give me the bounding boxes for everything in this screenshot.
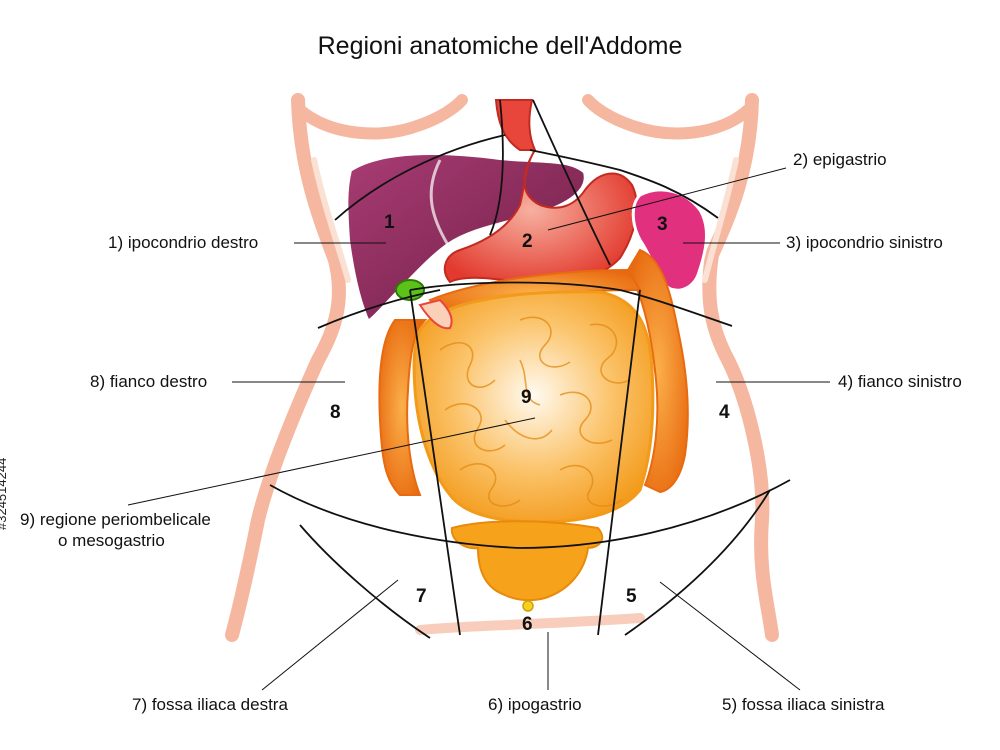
bladder bbox=[450, 520, 604, 602]
midclav-line-left-top bbox=[532, 99, 611, 266]
page-title: Regioni anatomiche dell'Addome bbox=[317, 32, 683, 60]
costal-line-right bbox=[334, 134, 506, 221]
leader-9 bbox=[127, 417, 536, 506]
midclav-line-right-top bbox=[489, 99, 504, 236]
midclav-line-right bbox=[409, 289, 461, 636]
region-number-3: 3 bbox=[657, 214, 668, 235]
label-ipocondrio-destro: 1) ipocondrio destro bbox=[108, 233, 259, 252]
liver-lobe-line bbox=[429, 159, 450, 246]
region-number-8: 8 bbox=[330, 402, 341, 423]
colon-right bbox=[626, 248, 689, 494]
region-number-9: 9 bbox=[521, 387, 532, 408]
subcostal-line-right bbox=[317, 289, 441, 329]
label-ipogastrio: 6) ipogastrio bbox=[488, 695, 582, 714]
region-lines bbox=[269, 99, 791, 639]
spleen bbox=[631, 188, 708, 292]
urethra-dot bbox=[522, 600, 534, 612]
subcostal-line-left bbox=[619, 289, 733, 327]
leader-7 bbox=[261, 579, 399, 691]
subcostal-line-arc bbox=[409, 281, 621, 291]
body-outline-inner bbox=[311, 157, 739, 283]
midclav-line-left bbox=[597, 289, 641, 636]
body-outline bbox=[225, 93, 779, 642]
leader-5 bbox=[659, 581, 801, 691]
region-number-7: 7 bbox=[416, 586, 427, 607]
label-fianco-sinistro: 4) fianco sinistro bbox=[838, 372, 962, 391]
inguinal-line-right bbox=[299, 524, 431, 639]
label-periombelicale: 9) regione periombelicale bbox=[20, 510, 211, 529]
label-ipocondrio-sinistro: 3) ipocondrio sinistro bbox=[786, 233, 943, 252]
region-number-6: 6 bbox=[522, 614, 533, 635]
region-number-4: 4 bbox=[719, 402, 730, 423]
duodenum bbox=[418, 298, 453, 330]
leader-2 bbox=[547, 167, 787, 231]
colon bbox=[378, 319, 428, 496]
region-number-1: 1 bbox=[384, 212, 395, 233]
label-mesogastrio: o mesogastrio bbox=[58, 531, 165, 550]
label-fossa-iliaca-sinistra: 5) fossa iliaca sinistra bbox=[722, 695, 885, 714]
inguinal-line-left bbox=[624, 489, 771, 636]
region-number-5: 5 bbox=[626, 586, 637, 607]
label-fossa-iliaca-destra: 7) fossa iliaca destra bbox=[132, 695, 288, 714]
intestine-loops bbox=[439, 316, 631, 507]
leader-lines bbox=[127, 167, 830, 691]
region-number-2: 2 bbox=[522, 231, 533, 252]
label-epigastrio: 2) epigastrio bbox=[793, 150, 887, 169]
costal-line-left bbox=[529, 149, 719, 219]
image-id-text: #324514244 bbox=[0, 457, 9, 530]
intertubercular-line bbox=[269, 479, 791, 549]
label-fianco-destro: 8) fianco destro bbox=[90, 372, 208, 391]
